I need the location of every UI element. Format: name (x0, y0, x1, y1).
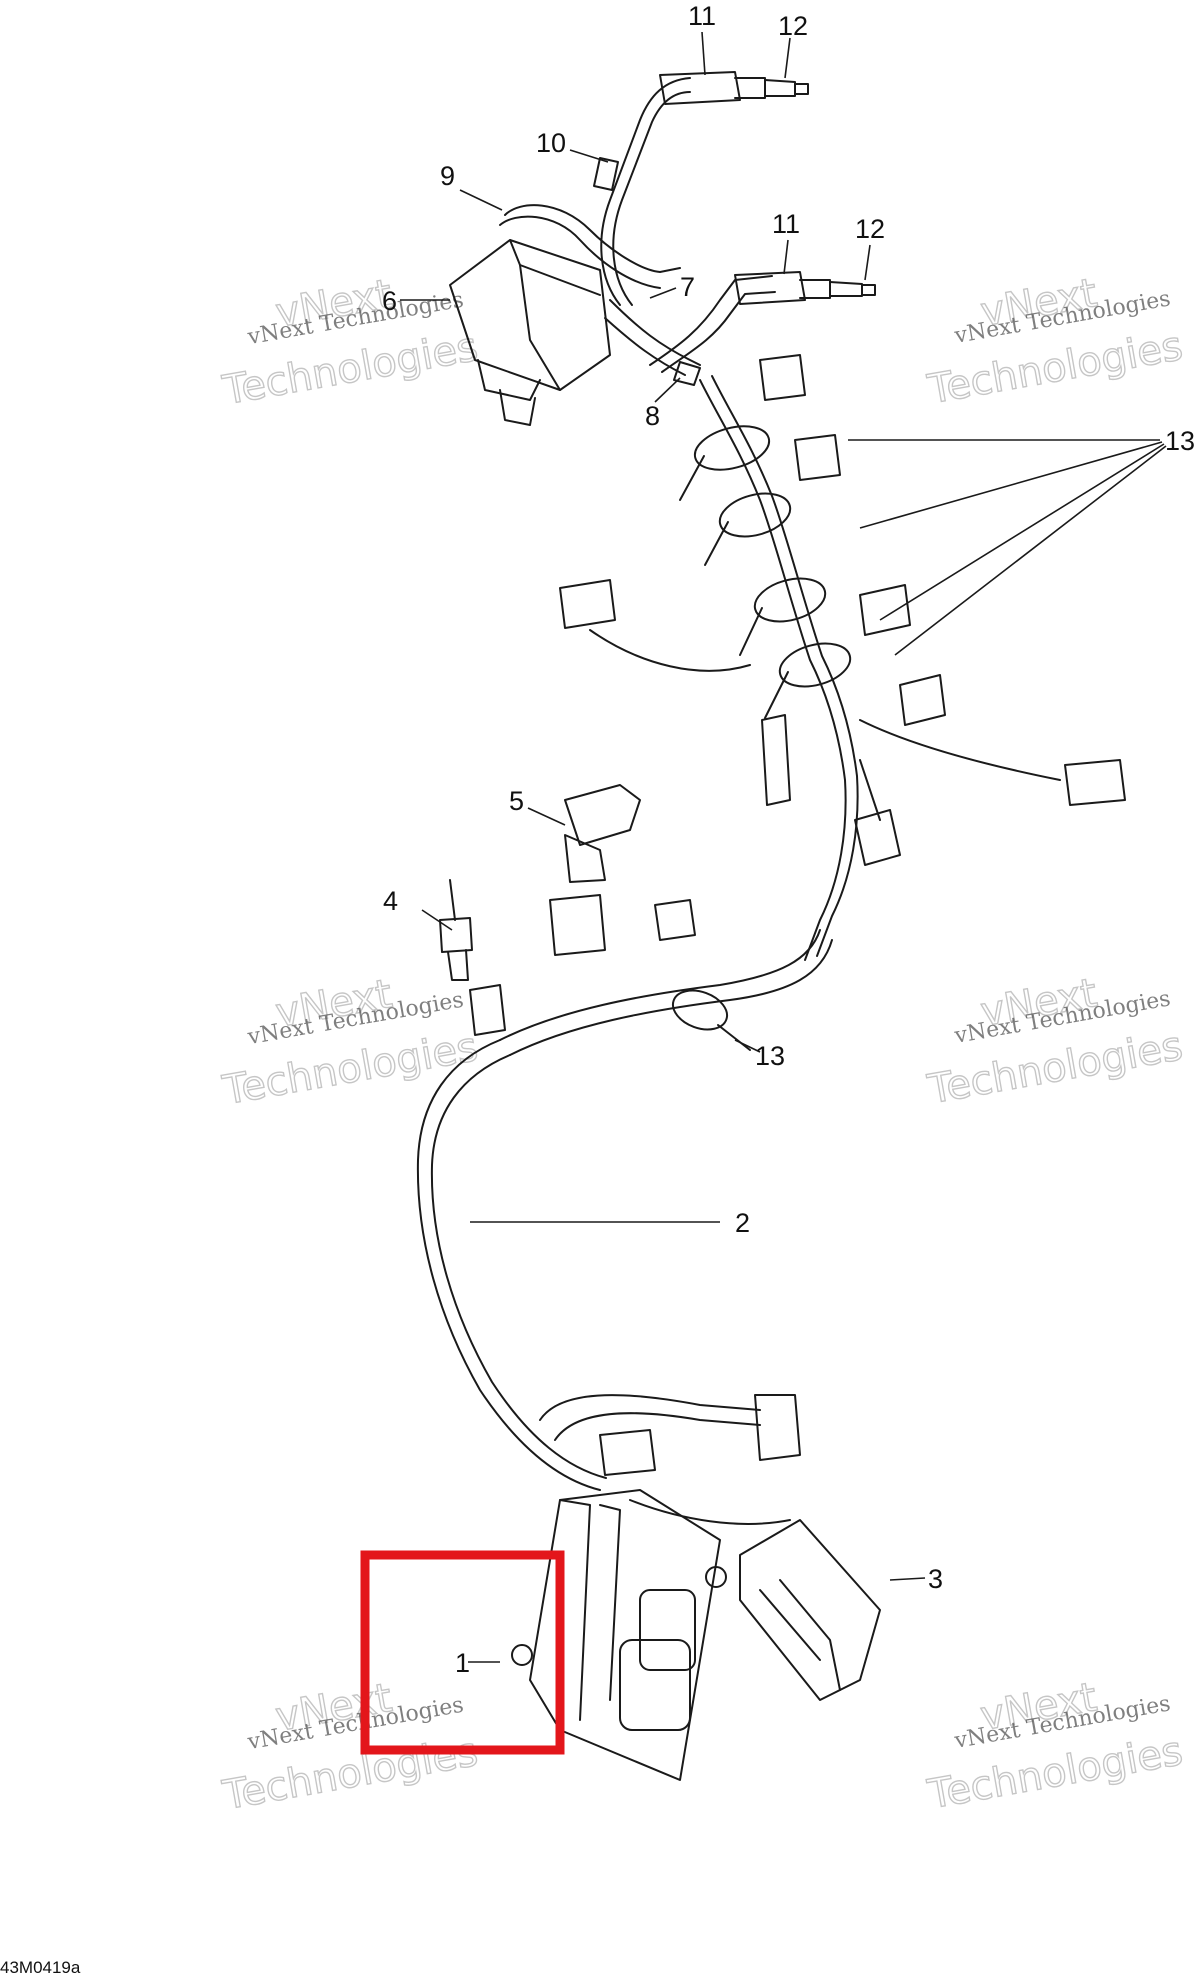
spark-plug-upper (593, 71, 809, 306)
ignition-coil (449, 204, 701, 426)
harness-upper (559, 354, 1126, 1051)
callout-3: 3 (928, 1564, 943, 1594)
harness-main (416, 929, 833, 1525)
callout-13-lower: 13 (755, 1041, 785, 1071)
callout-1: 1 (455, 1648, 470, 1678)
leader-lines (400, 31, 1167, 1663)
callout-11-lower: 11 (772, 209, 800, 239)
watermark-mid-left: vNext vNext Technologies Technologies (218, 970, 481, 1114)
callout-5: 5 (509, 786, 524, 816)
callout-9: 9 (440, 161, 455, 191)
watermark-mid-right: vNext vNext Technologies Technologies (923, 970, 1186, 1114)
sensor-5 (549, 784, 696, 956)
callout-4: 4 (383, 886, 398, 916)
callout-12-upper: 12 (778, 11, 808, 41)
watermark-top-left: vNext vNext Technologies Technologies (218, 270, 481, 414)
watermark-bottom-right: vNext vNext Technologies Technologies (923, 1674, 1186, 1819)
electronic-module (511, 1489, 727, 1781)
highlight-box (360, 1550, 565, 1755)
callout-6: 6 (382, 286, 397, 316)
callout-12-lower: 12 (855, 214, 885, 244)
spark-plug-lower (649, 271, 876, 373)
watermark-top-right: vNext vNext Technologies Technologies (923, 270, 1186, 414)
callout-10: 10 (536, 128, 566, 158)
callout-7: 7 (680, 272, 695, 302)
callout-labels: 1 2 3 4 5 6 7 8 9 10 11 11 12 12 13 13 (382, 1, 1195, 1678)
callout-2: 2 (735, 1208, 750, 1238)
callout-13-upper: 13 (1165, 426, 1195, 456)
watermark-bottom-left: vNext vNext Technologies Technologies (218, 1674, 481, 1819)
callout-8: 8 (645, 401, 660, 431)
callout-11-upper: 11 (688, 1, 716, 31)
sensor-4 (439, 879, 506, 1036)
figure-code: 43M0419a (0, 1958, 81, 1977)
connector-3 (739, 1519, 881, 1701)
